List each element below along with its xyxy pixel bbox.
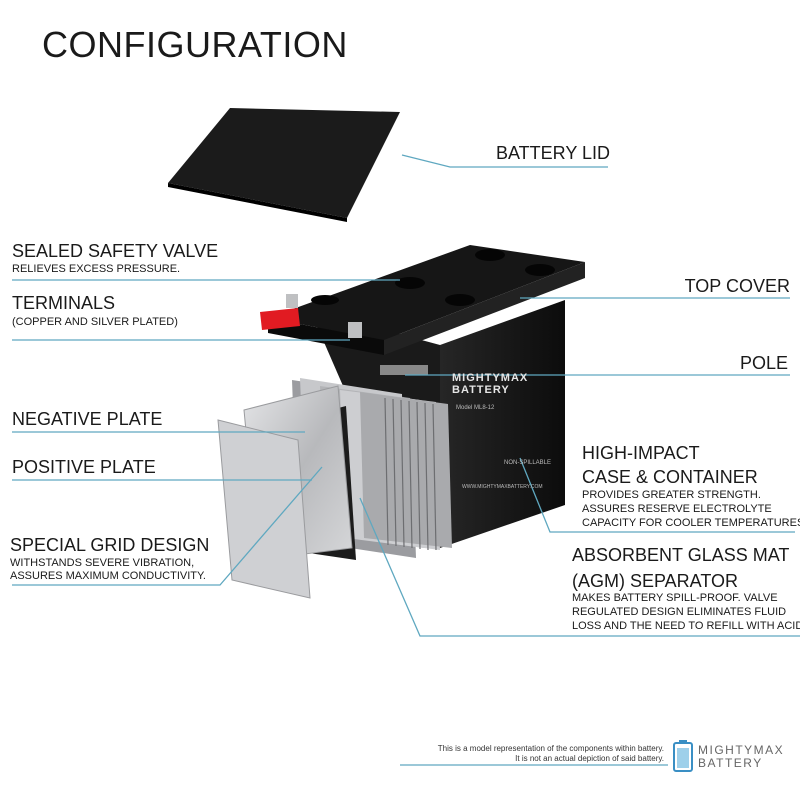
label-agm-1: ABSORBENT GLASS MAT [572,545,790,565]
case-non-spillable: NON-SPILLABLE [504,460,552,466]
terminal-tab [286,294,298,308]
label-agm-sub-1: MAKES BATTERY SPILL-PROOF. VALVE [572,592,778,604]
label-agm-sub-2: REGULATED DESIGN ELIMINATES FLUID [572,606,787,618]
label-sealed-safety-valve-sub: RELIEVES EXCESS PRESSURE. [12,263,181,275]
label-special-grid-design: SPECIAL GRID DESIGN [10,535,210,555]
battery-logo-icon [673,740,693,772]
label-negative-plate: NEGATIVE PLATE [12,409,163,429]
battery-lid [168,108,400,218]
label-pole: POLE [739,353,788,373]
positive-plate [217,419,311,599]
label-positive-plate: POSITIVE PLATE [12,457,156,477]
label-agm-2: (AGM) SEPARATOR [572,571,739,591]
vent-hole [525,264,555,276]
terminal-tab [348,322,362,338]
label-grid-design-sub-1: WITHSTANDS SEVERE VIBRATION, [10,557,195,569]
label-high-impact-sub-2: ASSURES RESERVE ELECTROLYTE [582,503,772,515]
vent-hole [475,249,505,261]
label-agm-sub-3: LOSS AND THE NEED TO REFILL WITH ACID. [572,620,800,632]
vent-hole [395,277,425,289]
vent-hole [445,294,475,306]
top-cover [268,245,585,340]
negative-terminal [260,308,300,330]
label-high-impact-sub-1: PROVIDES GREATER STRENGTH. [582,489,761,501]
label-high-impact-sub-3: CAPACITY FOR COOLER TEMPERATURES. [582,517,800,529]
case-website: WWW.MIGHTYMAXBATTERY.COM [462,484,543,490]
page-title: CONFIGURATION [42,24,348,65]
label-battery-lid: BATTERY LID [496,143,611,163]
battery-case [440,300,565,548]
label-sealed-safety-valve: SEALED SAFETY VALVE [12,241,219,261]
label-high-impact-2: CASE & CONTAINER [582,467,758,487]
label-top-cover: TOP COVER [684,276,790,296]
label-grid-design-sub-2: ASSURES MAXIMUM CONDUCTIVITY. [10,570,206,582]
case-model: Model ML8-12 [456,405,495,411]
label-terminals: TERMINALS [12,293,116,313]
label-terminals-sub: (COPPER AND SILVER PLATED) [12,316,178,328]
case-brand: MIGHTYMAX BATTERY [452,372,529,396]
footer-note: This is a model representation of the co… [437,744,664,763]
vent-hole [311,295,339,305]
label-high-impact-1: HIGH-IMPACT [582,443,700,463]
footer-logo-text: MIGHTYMAX BATTERY [698,743,785,770]
